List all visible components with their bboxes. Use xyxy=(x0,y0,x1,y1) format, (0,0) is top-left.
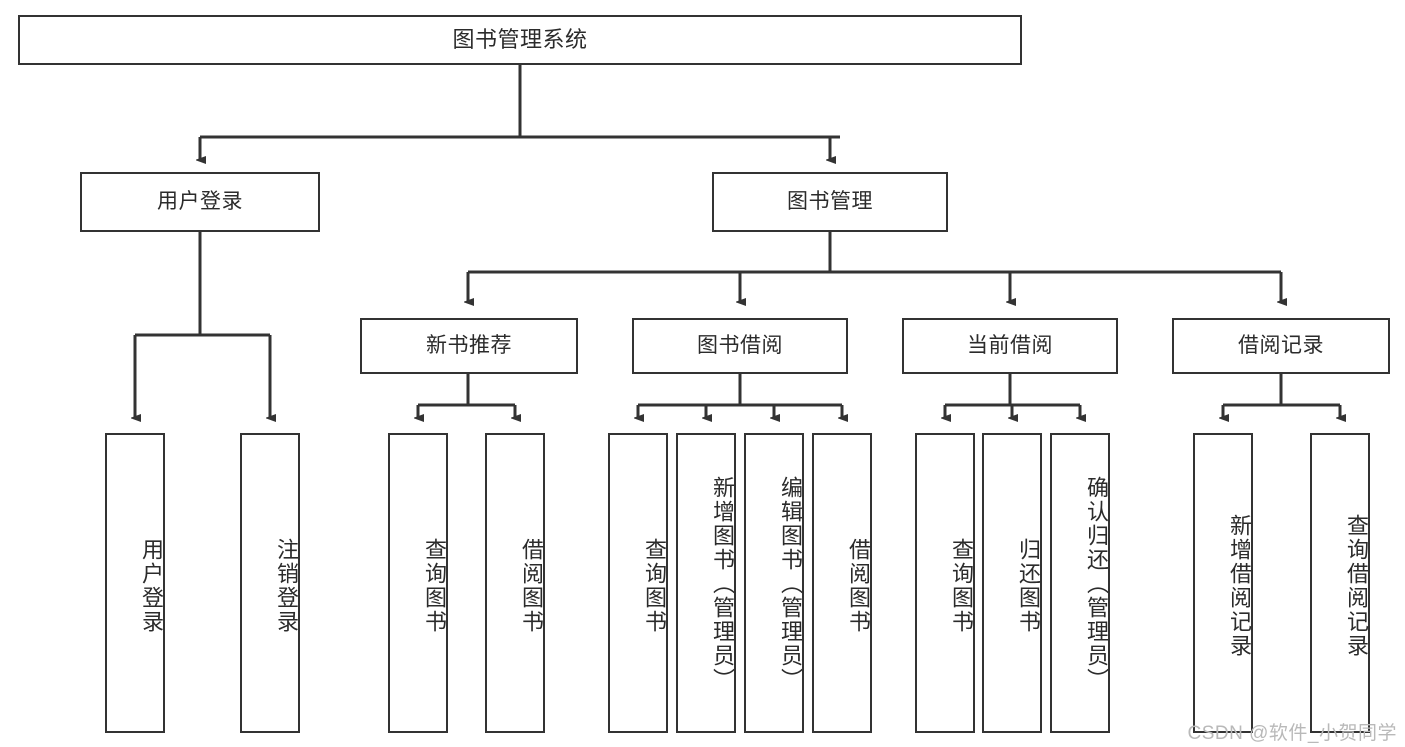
node-label: 借阅图书 xyxy=(846,538,871,634)
node-label: 查询图书 xyxy=(642,538,667,634)
node-label: 归还图书 xyxy=(1016,538,1041,634)
node-label: 新书推荐 xyxy=(426,334,512,358)
node-label: 图书管理 xyxy=(787,190,873,214)
leaf-edit-book-admin[interactable]: 编辑图书（管理员） xyxy=(744,433,804,733)
node-book-borrow[interactable]: 图书借阅 xyxy=(632,318,848,374)
node-label: 注销登录 xyxy=(274,538,299,634)
node-label: 确认归还（管理员） xyxy=(1084,476,1109,692)
node-book-management[interactable]: 图书管理 xyxy=(712,172,948,232)
leaf-query-borrow-record[interactable]: 查询借阅记录 xyxy=(1310,433,1370,733)
node-label: 借阅图书 xyxy=(519,538,544,634)
leaf-borrow-book[interactable]: 借阅图书 xyxy=(812,433,872,733)
leaf-query-book-borrow[interactable]: 查询图书 xyxy=(608,433,668,733)
node-label: 查询图书 xyxy=(949,538,974,634)
node-label: 查询图书 xyxy=(422,538,447,634)
leaf-confirm-return-admin[interactable]: 确认归还（管理员） xyxy=(1050,433,1110,733)
node-label: 新增借阅记录 xyxy=(1227,514,1252,658)
leaf-user-login[interactable]: 用户登录 xyxy=(105,433,165,733)
node-label: 编辑图书（管理员） xyxy=(778,476,803,692)
node-label: 图书管理系统 xyxy=(452,26,588,52)
node-label: 用户登录 xyxy=(157,190,243,214)
node-label: 借阅记录 xyxy=(1238,334,1324,358)
node-new-book-recommend[interactable]: 新书推荐 xyxy=(360,318,578,374)
node-borrow-record[interactable]: 借阅记录 xyxy=(1172,318,1390,374)
node-label: 查询借阅记录 xyxy=(1344,514,1369,658)
node-label: 当前借阅 xyxy=(967,334,1053,358)
leaf-query-book-recommend[interactable]: 查询图书 xyxy=(388,433,448,733)
leaf-logout[interactable]: 注销登录 xyxy=(240,433,300,733)
node-user-login[interactable]: 用户登录 xyxy=(80,172,320,232)
watermark-text: CSDN @软件_小贺同学 xyxy=(1187,723,1397,744)
leaf-return-book[interactable]: 归还图书 xyxy=(982,433,1042,733)
node-current-borrow[interactable]: 当前借阅 xyxy=(902,318,1118,374)
node-label: 新增图书（管理员） xyxy=(710,476,735,692)
node-root-book-management-system[interactable]: 图书管理系统 xyxy=(18,15,1022,65)
leaf-query-book-current[interactable]: 查询图书 xyxy=(915,433,975,733)
node-label: 图书借阅 xyxy=(697,334,783,358)
leaf-add-borrow-record[interactable]: 新增借阅记录 xyxy=(1193,433,1253,733)
leaf-borrow-book-recommend[interactable]: 借阅图书 xyxy=(485,433,545,733)
node-label: 用户登录 xyxy=(139,538,164,634)
leaf-add-book-admin[interactable]: 新增图书（管理员） xyxy=(676,433,736,733)
